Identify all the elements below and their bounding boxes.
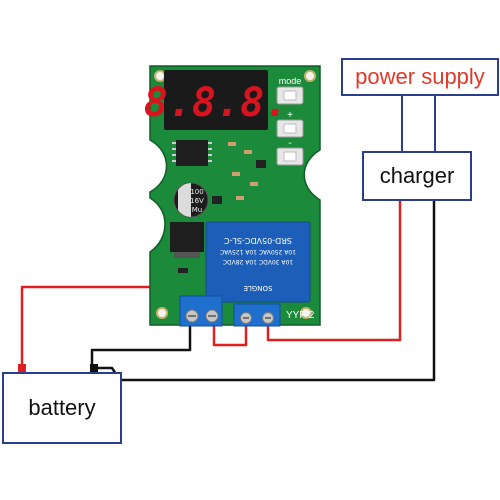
mount-hole bbox=[300, 307, 312, 319]
capacitor-icon: 100 16V Mu bbox=[173, 182, 209, 218]
plus-button[interactable] bbox=[276, 119, 304, 138]
capacitor-line-2: 16V bbox=[190, 197, 204, 205]
smd-component bbox=[232, 172, 240, 176]
board-model: YYF-2 bbox=[286, 310, 315, 321]
terminal-icon bbox=[233, 303, 281, 327]
battery-pos-terminal bbox=[18, 364, 26, 372]
regulator-tab bbox=[174, 252, 200, 258]
charger-label: charger bbox=[379, 163, 455, 188]
power-supply-box: power supply bbox=[341, 58, 499, 96]
relay-line-2: 10A 250VAC 10A 125VAC bbox=[220, 248, 296, 255]
mount-hole bbox=[304, 70, 316, 82]
regulator bbox=[170, 222, 204, 252]
minus-button[interactable] bbox=[276, 147, 304, 166]
plus-label: + bbox=[287, 110, 293, 121]
smd-component bbox=[228, 142, 236, 146]
display-digits: 8.8.8. bbox=[144, 80, 289, 126]
wire-jumper-red bbox=[212, 318, 248, 347]
smd-component bbox=[236, 196, 244, 200]
battery-neg-terminal bbox=[90, 364, 98, 372]
mode-label: mode bbox=[279, 76, 302, 86]
capacitor-line-1: 100 bbox=[190, 188, 203, 196]
mount-hole bbox=[156, 307, 168, 319]
relay-line-3: 10A 30VDC 10A 28VDC bbox=[223, 258, 293, 265]
minus-label: - bbox=[288, 138, 291, 149]
wire-battery-black bbox=[90, 322, 192, 370]
capacitor-line-3: Mu bbox=[192, 206, 202, 214]
chip-icon bbox=[172, 140, 212, 166]
relay-line-4: SONGLE bbox=[244, 284, 273, 292]
smd-component bbox=[250, 182, 258, 186]
transistor bbox=[256, 160, 266, 168]
charger-box: charger bbox=[362, 151, 472, 201]
relay-line-1: SRD-05VDC-SL-C bbox=[224, 236, 292, 245]
wire-charger-red bbox=[266, 199, 402, 342]
display-icon: 8.8.8. bbox=[144, 70, 289, 130]
smd-component bbox=[178, 268, 188, 273]
mode-button[interactable] bbox=[276, 86, 304, 105]
pcb-board: 8.8.8. mode + - bbox=[144, 65, 321, 327]
relay-icon: SRD-05VDC-SL-C 10A 250VAC 10A 125VAC 10A… bbox=[205, 221, 311, 303]
transistor bbox=[212, 196, 222, 204]
battery-box: battery bbox=[2, 372, 122, 444]
terminal-icon bbox=[179, 295, 223, 327]
power-supply-label: power supply bbox=[355, 64, 485, 89]
battery-label: battery bbox=[28, 395, 96, 420]
smd-component bbox=[244, 150, 252, 154]
